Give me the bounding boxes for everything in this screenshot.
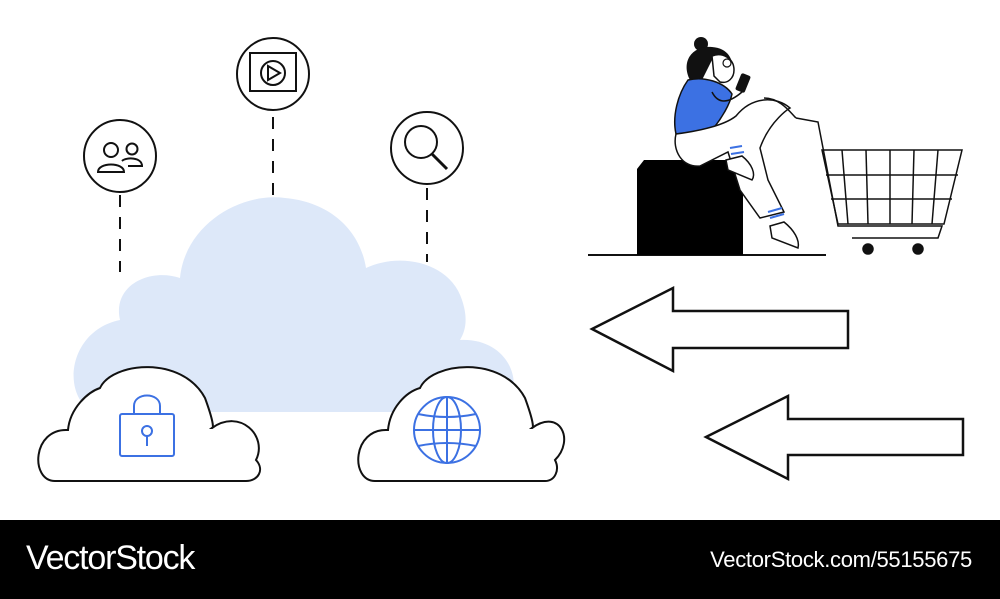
brand-logo: VectorStock	[26, 539, 195, 577]
arrow-left-upper	[589, 285, 850, 374]
box-seat	[637, 169, 743, 255]
arrow-left-lower	[703, 393, 965, 482]
search-icon	[390, 111, 464, 185]
globe-icon	[413, 396, 481, 464]
illustration-scene	[37, 37, 965, 482]
globe-cloud	[357, 366, 566, 482]
lock-icon	[119, 394, 175, 457]
shopping-scene	[588, 37, 963, 256]
video-play-icon	[236, 37, 310, 111]
lock-cloud	[37, 366, 261, 482]
users-icon	[83, 119, 157, 193]
image-id: VectorStock.com/55155675	[710, 547, 972, 572]
large-cloud	[73, 197, 514, 412]
watermark-footer: VectorStock VectorStock.com/55155675	[0, 520, 1000, 599]
shopping-cart-icon	[795, 117, 963, 255]
woman-figure	[674, 37, 800, 250]
